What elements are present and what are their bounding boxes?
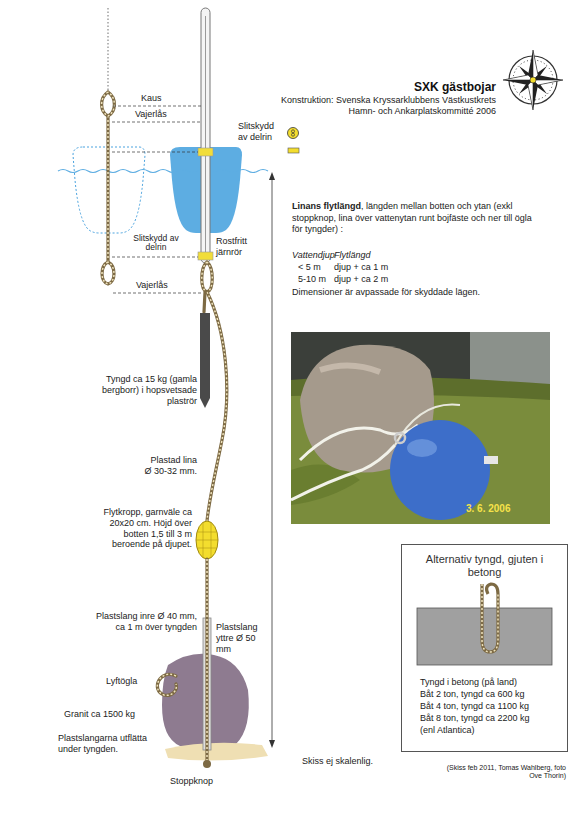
credit-text: (Skiss feb 2011, Tomas Wahlberg, foto Ov…	[432, 764, 566, 781]
part-name: Slitskydd av delrin	[128, 234, 184, 253]
part-name: Granit ca 1500 kg	[64, 709, 156, 720]
credit-text: Hamn- och Ankarplatskommitté 2006	[246, 106, 496, 117]
delrin-sleeve	[198, 252, 213, 260]
delrin-sleeve	[198, 148, 213, 156]
part-name: Plastslangarna utflätta under tyngden.	[58, 733, 162, 755]
box-text: Båt 2 ton, tyngd ca 600 kg	[420, 689, 525, 700]
dimension-arrow	[269, 172, 275, 748]
concrete-weight	[417, 584, 552, 665]
leader-lines	[112, 106, 203, 293]
steel-tube	[201, 8, 210, 263]
rope	[102, 92, 227, 521]
table-cell: 5-10 m	[298, 274, 332, 285]
table-cell: djup + ca 1 m	[334, 262, 424, 273]
title: SXK gästbojar	[296, 80, 496, 94]
delrin-icon	[288, 148, 299, 153]
table-header: Flytlängd	[334, 250, 414, 261]
part-name: Tyngd ca 15 kg (gamla bergborr) i hopsve…	[89, 374, 197, 406]
delrin-icon	[288, 128, 299, 139]
part-name: Vajerlås	[136, 280, 186, 291]
box-text: Båt 4 ton, tyngd ca 1100 kg	[420, 701, 529, 712]
rope-above	[107, 8, 108, 91]
table-header: Vattendjup	[292, 250, 336, 261]
part-name: Vajerlås	[135, 109, 185, 120]
part-name: Stoppknop	[170, 776, 230, 787]
part-name: Plastslang inre Ø 40 mm, ca 1 m över tyn…	[85, 611, 197, 633]
note-paragraph: Linans flytlängd, längden mellan botten …	[292, 201, 532, 236]
part-name: Slitskydd av delrin	[238, 121, 286, 143]
part-name: Rostfritt järnrör	[216, 236, 266, 258]
float	[196, 521, 218, 559]
rope	[157, 559, 211, 768]
table-cell: < 5 m	[298, 262, 332, 273]
compass-rose	[503, 50, 563, 110]
photo	[291, 332, 550, 524]
part-name: Lyftögla	[106, 676, 156, 687]
note: Dimensioner är avpassade för skyddade lä…	[292, 287, 542, 298]
part-name: Flytkropp, garnväle ca 20x20 cm. Höjd öv…	[92, 507, 192, 550]
part-name: Plastslang yttre Ø 50 mm	[216, 622, 268, 654]
box-text: Tyngd i betong (på land)	[420, 677, 517, 688]
table-cell: djup + ca 2 m	[334, 274, 424, 285]
sea-bottom	[165, 743, 268, 761]
box-text: Båt 8 ton, tyngd ca 2200 kg	[420, 713, 530, 724]
note-heading: Linans flytlängd	[292, 201, 361, 211]
part-name: Plastad lina Ø 30-32 mm.	[141, 455, 197, 477]
weight-rod	[200, 313, 210, 408]
photo-date: 3. 6. 2006	[466, 503, 542, 515]
info-box: Alternativ tyngd, gjuten i betongTyngd i…	[401, 544, 568, 752]
box-heading: Alternativ tyngd, gjuten i betong	[424, 553, 545, 579]
part-name: Kaus	[141, 93, 181, 104]
note: Skiss ej skalenlig.	[302, 756, 402, 767]
credit-text: Konstruktion: Svenska Kryssarklubbens Vä…	[246, 95, 496, 106]
tube-wire	[205, 16, 206, 258]
water-surface	[58, 170, 268, 173]
box-text: (enl Atlantica)	[420, 725, 475, 736]
